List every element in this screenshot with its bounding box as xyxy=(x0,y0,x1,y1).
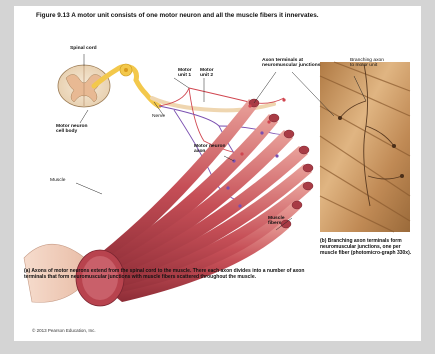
label-branching-axon: Branching axon to motor unit xyxy=(350,58,384,69)
label-spinal-cord: Spinal cord xyxy=(70,46,97,51)
motor-unit-illustration xyxy=(14,6,421,341)
label-nerve: Nerve xyxy=(152,114,165,119)
caption-a: (a) Axons of motor neurons extend from t… xyxy=(24,268,314,280)
figure-title: Figure 9.13 A motor unit consists of one… xyxy=(36,12,319,19)
micrograph-panel xyxy=(320,62,410,232)
copyright-notice: © 2013 Pearson Education, Inc. xyxy=(32,328,96,333)
label-motor-unit-1: Motor unit 1 xyxy=(178,68,192,79)
caption-b: (b) Branching axon terminals form neurom… xyxy=(320,238,416,256)
label-muscle: Muscle xyxy=(50,178,66,183)
figure-page: Figure 9.13 A motor unit consists of one… xyxy=(14,6,421,341)
spinal-cord-section xyxy=(58,65,110,107)
label-motor-unit-2: Motor unit 2 xyxy=(200,68,214,79)
label-motor-neuron-cell-body: Motor neuron cell body xyxy=(56,124,88,135)
label-muscle-fibers: Muscle fibers xyxy=(268,216,285,227)
label-axon-terminals: Axon terminals at neuromuscular junction… xyxy=(262,58,320,69)
label-motor-neuron-axon: Motor neuron axon xyxy=(194,144,226,155)
